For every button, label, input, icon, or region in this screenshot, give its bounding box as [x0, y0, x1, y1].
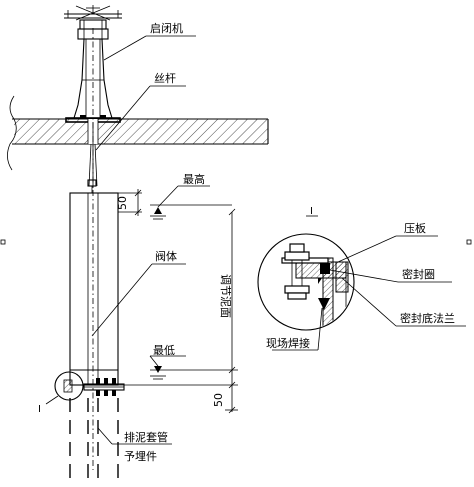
dimension-bottom: 50 [118, 381, 238, 414]
lowest-level-marker: 最低 [149, 344, 238, 380]
label-hoist: 启闭机 [150, 21, 183, 35]
label-site-weld: 现场焊接 [266, 336, 310, 350]
label-sleeve-line2: 予埋件 [124, 450, 157, 463]
detail-view-I: I [257, 206, 466, 351]
dim-bottom-value: 50 [212, 393, 225, 407]
valve-body-column [69, 192, 119, 386]
label-mud-range: 调节泥面 [219, 274, 232, 318]
dim-top-value: 50 [116, 196, 129, 210]
mud-range-dimension: 调节泥面 [219, 208, 236, 382]
label-highest: 最高 [183, 172, 205, 186]
concrete-floor-slab [7, 95, 269, 171]
detail-circle-main: I [38, 371, 84, 415]
mud-sleeve-embedded-pipe [69, 398, 119, 478]
section-mark-detail: I [310, 206, 313, 217]
label-sleeve-line1: 排泥套管 [124, 430, 168, 444]
right-edge-marker [466, 239, 472, 245]
main-view-callouts: 启闭机 丝杆 阀体 排泥套管 予埋件 [91, 21, 196, 463]
label-seal-flange: 密封底法兰 [400, 311, 455, 325]
section-mark-main: I [38, 404, 41, 415]
left-edge-marker [0, 239, 6, 245]
label-valve-body: 阀体 [155, 249, 177, 263]
label-seal-ring: 密封圈 [402, 267, 435, 281]
label-press-plate: 压板 [404, 221, 426, 235]
hoist-assembly [64, 5, 122, 123]
dimension-top: 50 [116, 189, 142, 216]
label-lowest: 最低 [153, 344, 175, 357]
label-stem: 丝杆 [154, 71, 176, 85]
bottom-flange [83, 378, 125, 396]
highest-level-marker: 最高 [150, 172, 232, 220]
